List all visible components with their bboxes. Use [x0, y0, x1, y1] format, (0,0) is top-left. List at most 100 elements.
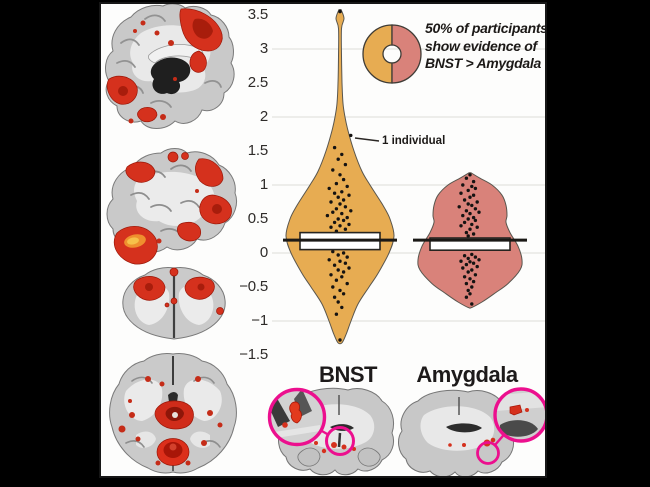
data-point: [334, 278, 339, 282]
data-point: [341, 270, 346, 274]
data-point: [336, 253, 340, 257]
data-point: [331, 285, 335, 289]
data-point: [340, 152, 344, 157]
data-point: [347, 222, 351, 227]
data-point: [477, 258, 481, 262]
data-point: [349, 133, 353, 138]
data-point: [327, 258, 331, 262]
coronal-brains-row: [267, 387, 545, 476]
data-point: [457, 205, 461, 209]
annotation-label: 1 individual: [382, 135, 446, 147]
data-point: [466, 234, 470, 238]
data-point: [468, 173, 472, 177]
data-point: [470, 268, 474, 272]
data-point: [327, 186, 331, 191]
bnst-inset-circle: [267, 387, 355, 456]
data-point: [462, 220, 467, 225]
data-point: [477, 210, 481, 214]
data-point: [473, 218, 478, 223]
data-point: [471, 261, 476, 265]
data-point: [470, 285, 474, 289]
data-point: [471, 193, 476, 197]
data-point: [331, 210, 335, 214]
caption-line: 50% of participants: [425, 20, 547, 36]
data-point: [468, 195, 472, 199]
data-point: [341, 198, 346, 202]
data-point: [462, 254, 467, 258]
data-point: [340, 305, 344, 310]
data-point: [332, 295, 337, 299]
data-point: [470, 222, 474, 227]
data-point: [471, 232, 476, 236]
data-point: [332, 220, 337, 225]
data-point: [464, 230, 469, 235]
data-point: [473, 186, 478, 191]
data-point: [461, 183, 465, 187]
data-point: [462, 275, 467, 279]
data-point: [343, 261, 348, 265]
data-point: [331, 249, 335, 254]
data-point: [471, 179, 476, 184]
data-point: [464, 295, 469, 299]
data-point: [334, 207, 339, 211]
data-point: [332, 263, 337, 267]
data-point: [461, 213, 465, 218]
brain-axial-inferior: [109, 353, 237, 474]
data-point: [336, 157, 340, 161]
data-point: [341, 177, 346, 182]
data-point: [466, 270, 470, 274]
data-point: [347, 266, 351, 270]
data-point: [338, 288, 342, 293]
data-point: [459, 259, 463, 263]
data-point: [466, 256, 470, 261]
category-label-amygdala: Amygdala: [416, 362, 518, 387]
data-point: [325, 213, 330, 218]
data-point: [340, 211, 344, 216]
category-label-bnst: BNST: [319, 362, 377, 387]
data-point: [468, 292, 472, 296]
coronal-amygdala-brain: [398, 389, 515, 476]
data-point: [334, 181, 339, 186]
data-point: [336, 268, 340, 272]
data-point: [340, 190, 344, 194]
data-point: [345, 255, 349, 259]
data-point: [468, 260, 472, 264]
data-point: [466, 288, 470, 293]
data-point: [459, 224, 463, 228]
data-point: [466, 217, 470, 221]
violin-chart: [272, 9, 545, 345]
data-point: [468, 227, 472, 231]
data-point: [470, 252, 474, 257]
data-point: [329, 200, 333, 204]
data-point: [464, 176, 469, 180]
data-point: [329, 225, 333, 229]
data-point: [331, 168, 335, 172]
data-point: [336, 217, 340, 221]
data-point: [475, 264, 479, 269]
data-point: [338, 224, 342, 228]
data-point: [341, 292, 346, 296]
donut-left-half: [362, 24, 393, 84]
brain-sagittal-lateral: [106, 148, 238, 265]
data-point: [332, 191, 337, 195]
data-point: [459, 191, 463, 195]
amygdala-inset-circle: [476, 387, 545, 465]
data-point: [464, 281, 469, 286]
data-point: [475, 225, 479, 229]
data-point: [345, 184, 349, 189]
donut-caption: 50% of participants show evidence of BNS…: [425, 20, 547, 73]
data-point: [470, 203, 474, 208]
data-point: [349, 209, 353, 213]
data-point: [338, 173, 342, 177]
data-point: [336, 300, 340, 304]
data-point: [475, 200, 479, 204]
data-point: [347, 193, 351, 197]
data-point: [341, 218, 346, 223]
data-point: [338, 338, 342, 342]
data-point: [343, 227, 348, 231]
data-point: [471, 279, 476, 284]
data-point: [345, 281, 349, 286]
data-point: [462, 198, 467, 202]
